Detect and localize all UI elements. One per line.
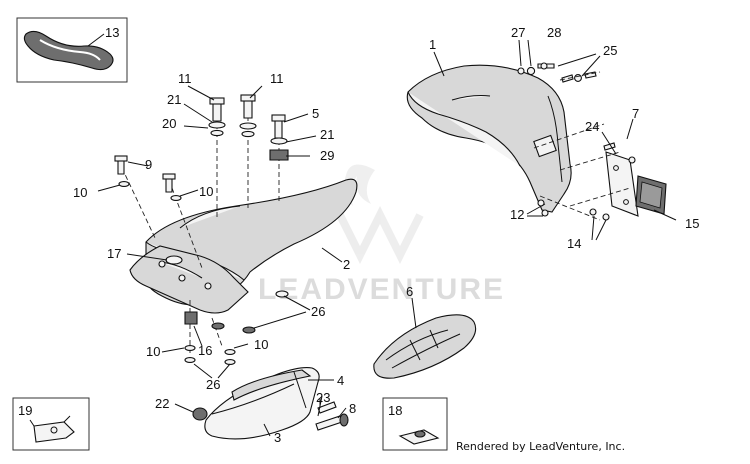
callout-20: 20 <box>162 116 176 131</box>
watermark-logo <box>336 164 424 264</box>
callout-25: 25 <box>603 43 617 58</box>
callout-6: 6 <box>406 284 413 299</box>
fender-bolts <box>114 94 289 201</box>
leader-lines <box>87 33 677 437</box>
fender-grommets <box>184 290 289 365</box>
lower-cover <box>192 367 349 440</box>
callout-14: 14 <box>567 236 581 251</box>
callout-10d: 10 <box>254 337 268 352</box>
license-plate-bracket <box>406 64 572 213</box>
callout-24: 24 <box>585 119 599 134</box>
callout-26b: 26 <box>206 377 220 392</box>
callout-16: 16 <box>198 343 212 358</box>
watermark-text: LEADVENTURE <box>258 273 505 306</box>
callout-10b: 10 <box>199 184 213 199</box>
bracket-fasteners <box>517 62 636 221</box>
callout-17: 17 <box>107 246 121 261</box>
callout-23: 23 <box>316 390 330 405</box>
callout-22: 22 <box>155 396 169 411</box>
callout-9: 9 <box>145 157 152 172</box>
callout-12: 12 <box>510 207 524 222</box>
callout-18: 18 <box>388 403 402 418</box>
callout-5: 5 <box>312 106 319 121</box>
render-credit: Rendered by LeadVenture, Inc. <box>456 440 626 453</box>
callout-labels: 13 1 27 28 25 11 11 21 5 20 21 29 9 10 1… <box>18 25 699 445</box>
callout-13: 13 <box>105 25 119 40</box>
callout-28: 28 <box>547 25 561 40</box>
callout-8: 8 <box>349 401 356 416</box>
callout-7: 7 <box>632 106 639 121</box>
callout-3: 3 <box>274 430 281 445</box>
callout-27: 27 <box>511 25 525 40</box>
callout-29: 29 <box>320 148 334 163</box>
callout-15: 15 <box>685 216 699 231</box>
callout-21a: 21 <box>167 92 181 107</box>
callout-10c: 10 <box>146 344 160 359</box>
callout-21b: 21 <box>320 127 334 142</box>
callout-4: 4 <box>337 373 344 388</box>
callout-26a: 26 <box>311 304 325 319</box>
callout-11a: 11 <box>178 71 192 86</box>
callout-2: 2 <box>343 257 350 272</box>
callout-1: 1 <box>429 37 436 52</box>
clip-nut-19 <box>33 421 75 443</box>
tool-bag <box>373 314 477 379</box>
callout-19: 19 <box>18 403 32 418</box>
callout-11b: 11 <box>270 71 284 86</box>
callout-10a: 10 <box>73 185 87 200</box>
